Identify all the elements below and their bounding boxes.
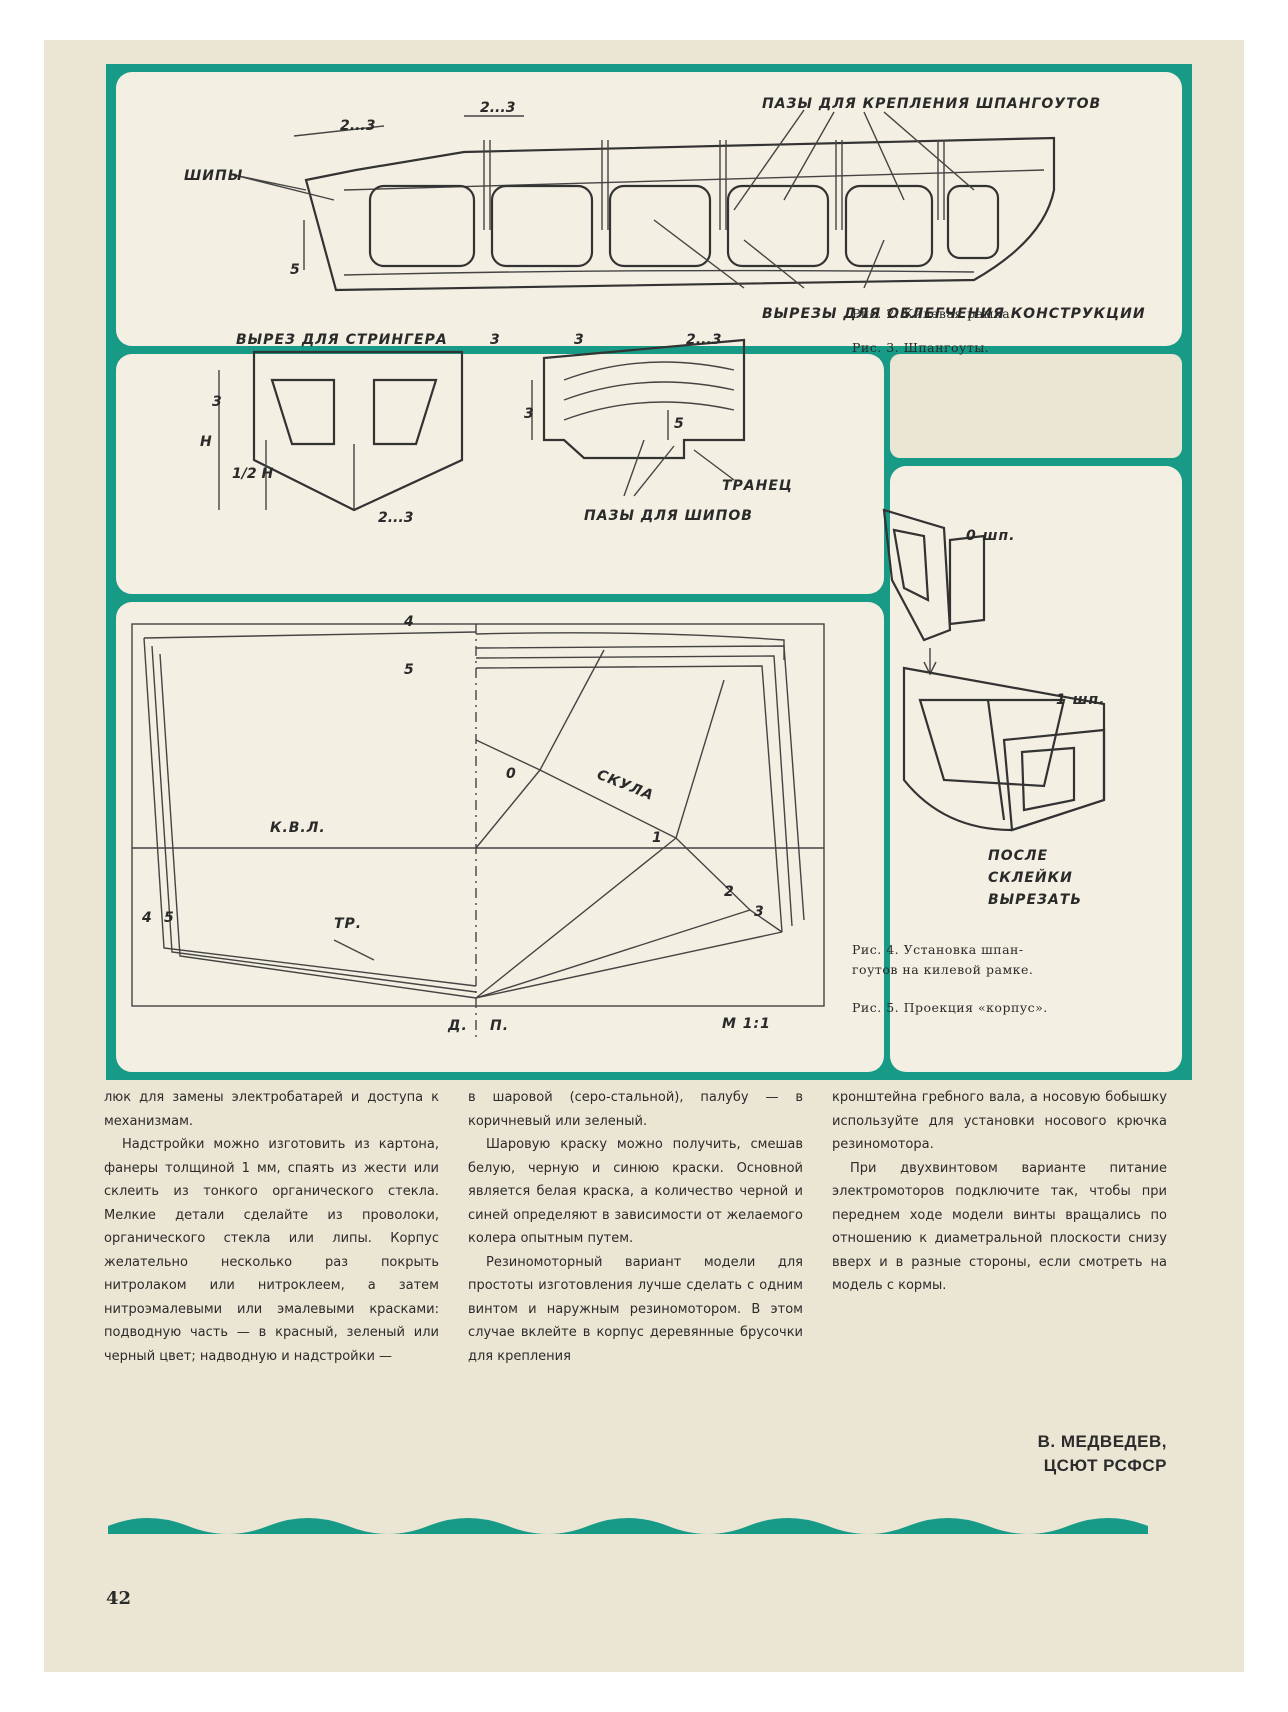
col2-paragraph-2: Шаровую краску можно получить, смешав бе… xyxy=(468,1137,803,1246)
caption-fig2: Рис. 2. Килевая рамка. xyxy=(852,306,1015,321)
caption-fig5: Рис. 5. Проекция «корпус». xyxy=(852,1000,1048,1015)
dim-H: H xyxy=(200,434,212,450)
wave-decoration xyxy=(108,1518,1148,1534)
panel-captions-top xyxy=(890,354,1182,458)
caption-fig4-line2: гоутов на килевой рамке. xyxy=(852,962,1033,977)
col2-paragraph-3: Резиномоторный вариант модели для просто… xyxy=(468,1254,803,1364)
label-posle: ПОСЛЕ xyxy=(988,848,1048,864)
keel-frame-drawing xyxy=(233,109,1056,292)
dim-half-H: 1/2 H xyxy=(232,466,273,482)
panel-fig5 xyxy=(116,602,884,1072)
author-name: В. МЕДВЕДЕВ, xyxy=(1037,1432,1167,1451)
label-line-4: 4 xyxy=(403,614,414,630)
label-station-2: 2 xyxy=(724,884,734,900)
col2-paragraph-1: в шаровой (серо-стальной), палубу — в ко… xyxy=(468,1090,803,1129)
page-number: 42 xyxy=(106,1588,132,1609)
label-line-4-left: 4 xyxy=(141,910,152,926)
text-column-2: в шаровой (серо-стальной), палубу — в ко… xyxy=(468,1086,803,1368)
dim-3-right-top: 3 xyxy=(490,332,500,348)
label-tranec: ТРАНЕЦ xyxy=(722,478,793,494)
panel-fig4 xyxy=(890,466,1182,1072)
body-plan-drawing xyxy=(131,623,825,1040)
dim-2-3-bottom: 2...3 xyxy=(378,510,413,526)
label-0-shp: 0 шп. xyxy=(966,528,1015,544)
text-column-1: люк для замены электробатарей и доступа … xyxy=(104,1086,439,1368)
dim-2-3-frame-top: 2...3 xyxy=(686,332,721,348)
label-station-1: 1 xyxy=(652,830,662,846)
dim-3-left: 3 xyxy=(212,394,222,410)
panel-fig3 xyxy=(116,354,884,594)
label-station-0: 0 xyxy=(506,766,516,782)
label-station-3: 3 xyxy=(754,904,764,920)
frames-drawing xyxy=(218,338,746,512)
col1-paragraph-2: Надстройки можно изготовить из картона, … xyxy=(104,1137,439,1364)
col1-paragraph-1: люк для замены электробатарей и доступа … xyxy=(104,1090,439,1129)
author-organization: ЦСЮТ РСФСР xyxy=(1043,1456,1167,1475)
panel-fig2 xyxy=(116,72,1182,346)
installation-drawing xyxy=(882,508,1106,832)
dim-2-3-top: 2...3 xyxy=(480,100,515,116)
caption-fig3: Рис. 3. Шпангоуты. xyxy=(852,340,989,355)
label-vyrez-stringera: ВЫРЕЗ ДЛЯ СТРИНГЕРА xyxy=(236,332,448,348)
text-column-3: кронштейна гребного вала, а носовую бобы… xyxy=(832,1086,1167,1298)
label-skleyki: СКЛЕЙКИ xyxy=(988,869,1073,886)
label-vyrezy-oblegcheniya: ВЫРЕЗЫ ДЛЯ ОБЛЕГЧЕНИЯ КОНСТРУКЦИИ xyxy=(762,306,1146,322)
label-1-shp: 1 шп. xyxy=(1056,692,1105,708)
label-pazy-krepleniya: ПАЗЫ ДЛЯ КРЕПЛЕНИЯ ШПАНГОУТОВ xyxy=(762,96,1101,112)
author-signature: В. МЕДВЕДЕВ, ЦСЮТ РСФСР xyxy=(832,1430,1167,1478)
label-shipy: ШИПЫ xyxy=(184,168,243,184)
dim-5: 5 xyxy=(290,262,300,278)
caption-fig4-line1: Рис. 4. Установка шпан- xyxy=(852,942,1024,957)
figures-drawing: ПАЗЫ ДЛЯ КРЕПЛЕНИЯ ШПАНГОУТОВ ШИПЫ ВЫРЕЗ… xyxy=(106,64,1192,1534)
label-tr: ТР. xyxy=(334,916,362,932)
label-dp-p: П. xyxy=(490,1018,509,1034)
label-kvl: К.В.Л. xyxy=(270,820,326,836)
label-dp-d: Д. xyxy=(447,1018,468,1034)
dim-3-second-top: 3 xyxy=(574,332,584,348)
label-pazy-shipov: ПАЗЫ ДЛЯ ШИПОВ xyxy=(584,508,753,524)
dim-3-middle: 3 xyxy=(524,406,534,422)
label-scale: М 1:1 xyxy=(722,1016,771,1032)
dim-2-3-left: 2...3 xyxy=(340,118,375,134)
dim-5-frame: 5 xyxy=(674,416,684,432)
label-line-5-left: 5 xyxy=(164,910,174,926)
label-line-5: 5 xyxy=(404,662,414,678)
magazine-page: ПАЗЫ ДЛЯ КРЕПЛЕНИЯ ШПАНГОУТОВ ШИПЫ ВЫРЕЗ… xyxy=(44,40,1244,1672)
col3-paragraph-1: кронштейна гребного вала, а носовую бобы… xyxy=(832,1090,1167,1152)
col3-paragraph-2: При двухвинтовом варианте питание электр… xyxy=(832,1160,1167,1294)
label-vyrezat: ВЫРЕЗАТЬ xyxy=(988,892,1082,908)
